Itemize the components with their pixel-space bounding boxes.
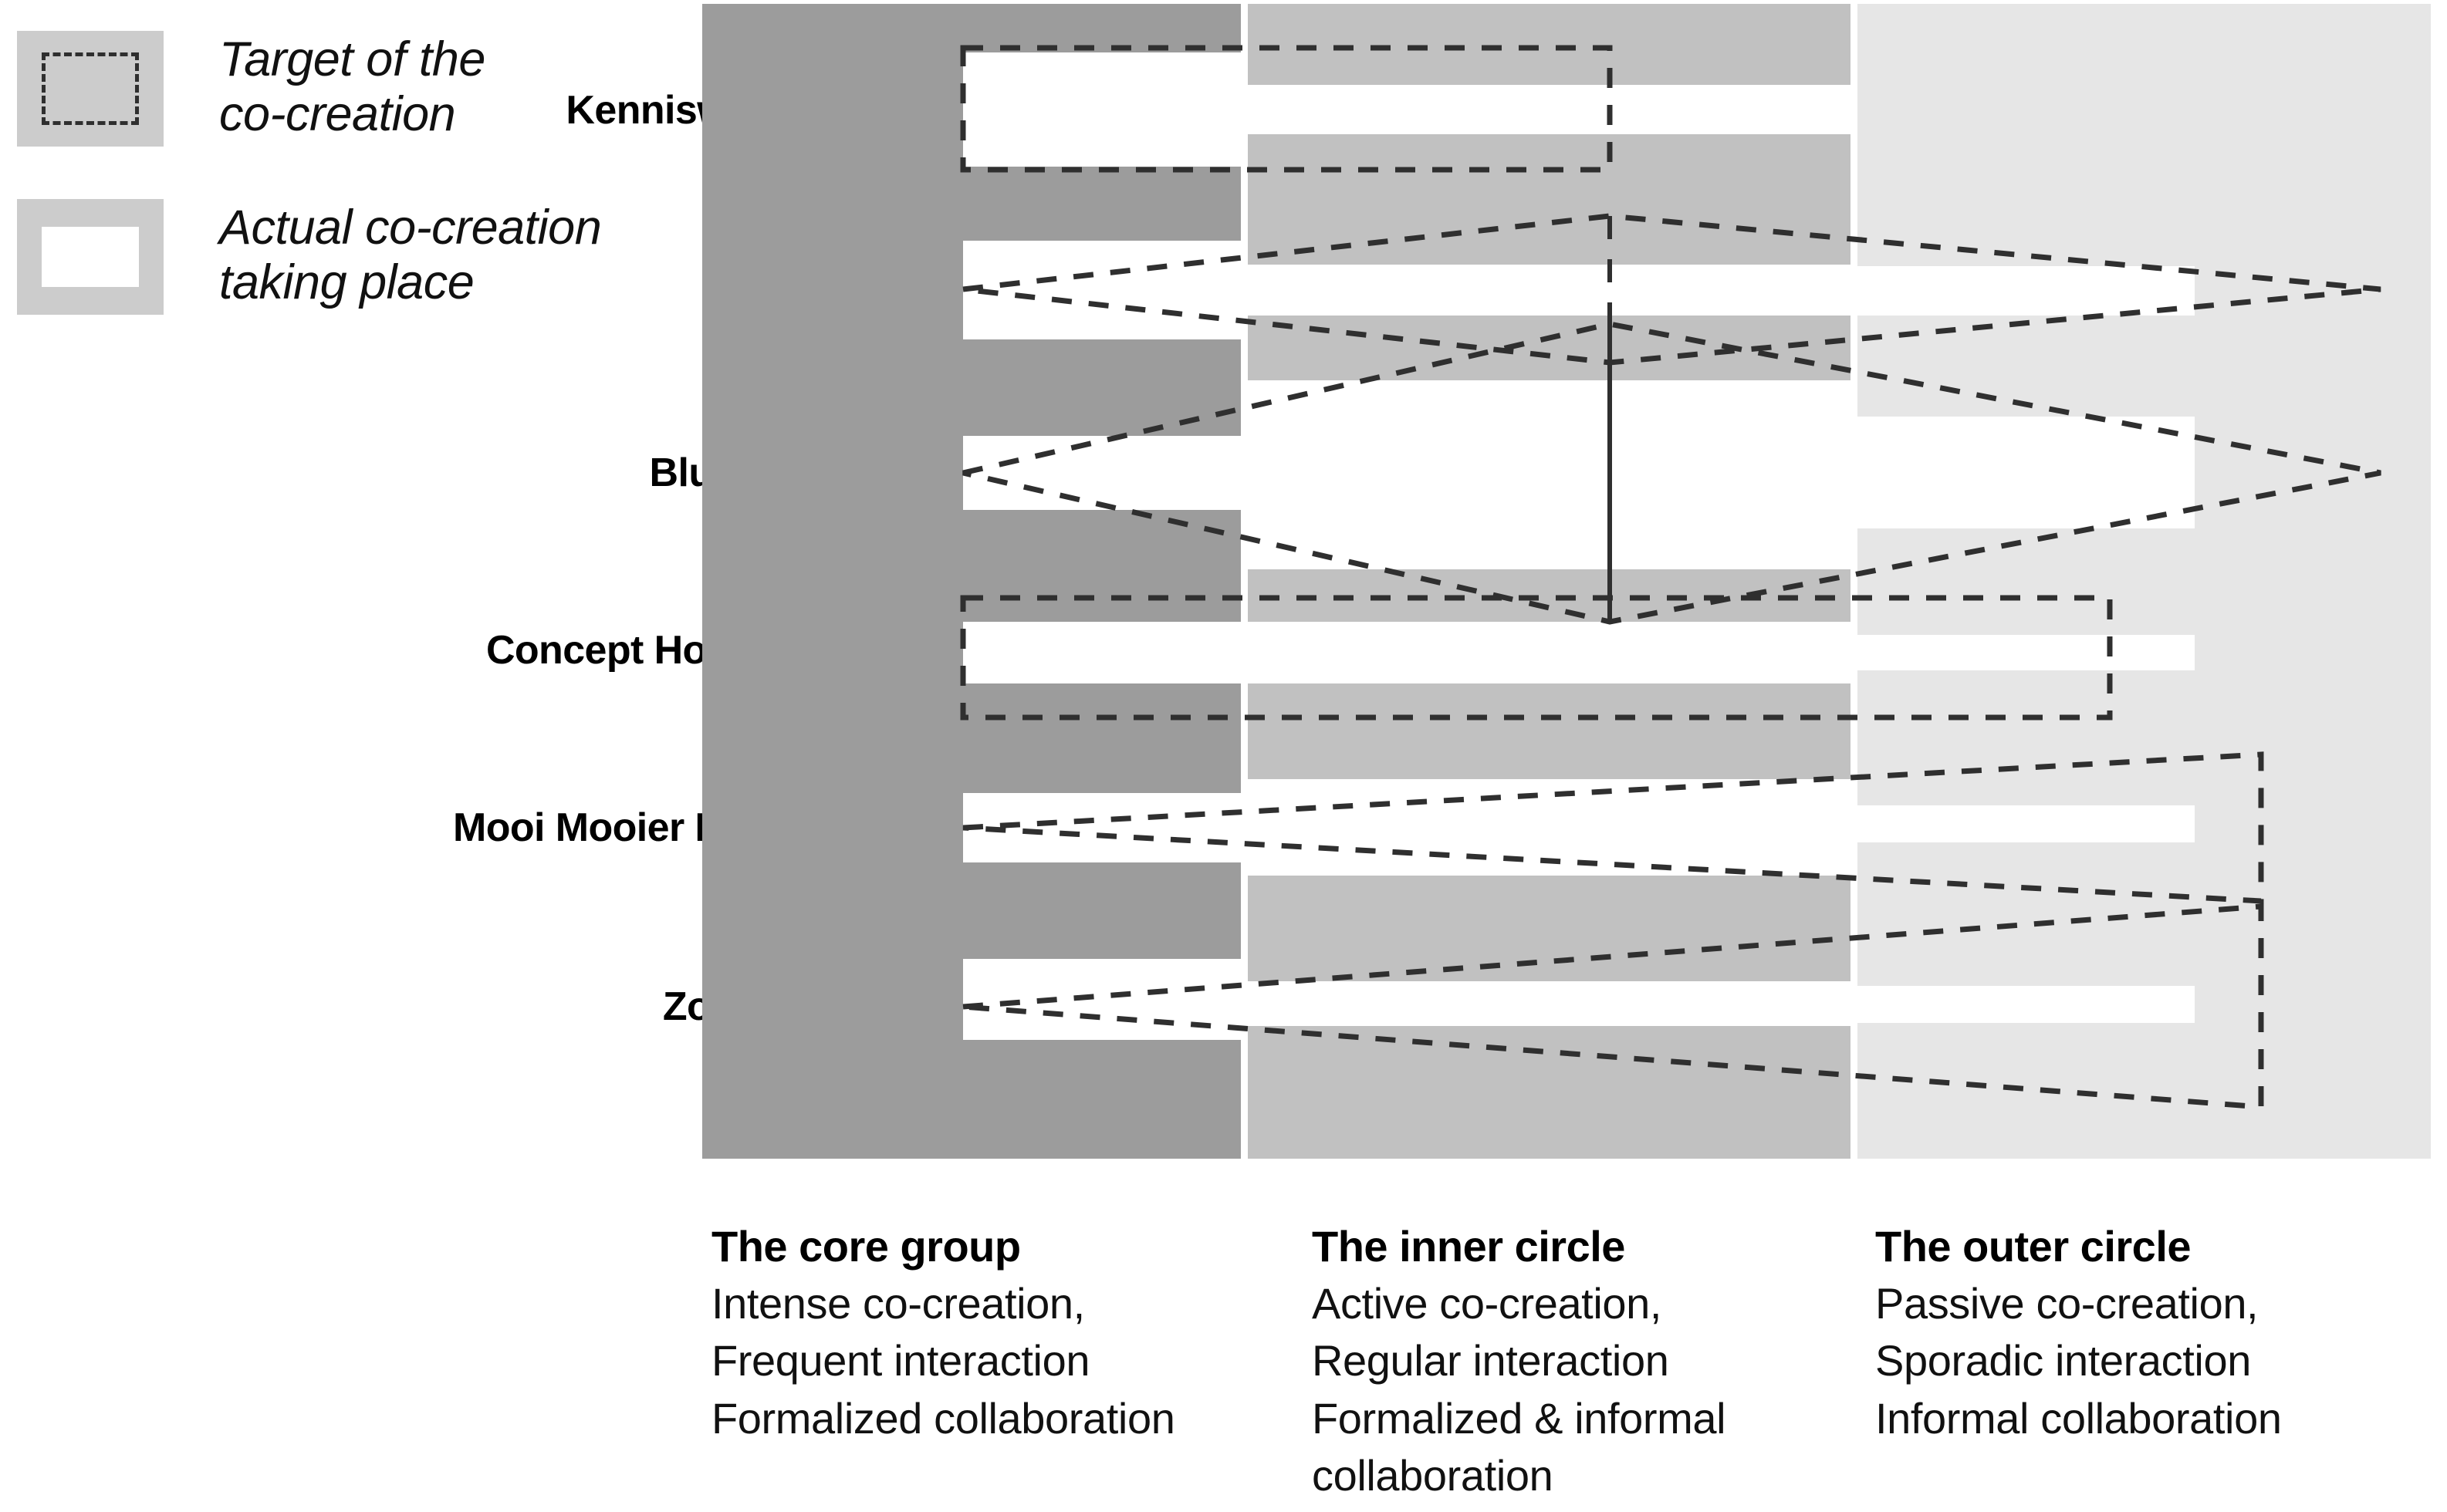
legend-item-target-label: Target of the co-creation: [219, 32, 485, 141]
target-wedge-zorgvrijstaat: [962, 903, 2264, 1110]
caption-inner-circle-lines: Active co-creation, Regular interaction …: [1312, 1278, 1726, 1500]
target-lens-marconia: [962, 213, 2381, 366]
caption-inner-circle-title: The inner circle: [1312, 1222, 1625, 1271]
actual-block-blue-city-lab-inner: [1248, 380, 1850, 569]
caption-outer-circle-lines: Passive co-creation, Sporadic interactio…: [1875, 1278, 2282, 1443]
white-fill: [42, 227, 139, 287]
actual-block-marconia-outer: [1857, 266, 2195, 316]
target-rect-concept-house-vilage: [960, 595, 2113, 721]
caption-outer-circle: The outer circle Passive co-creation, Sp…: [1875, 1219, 2446, 1447]
target-rect-kenniswerkplaats: [960, 45, 1613, 173]
column-captions: The core group Intense co-creation, Freq…: [0, 1219, 2447, 1512]
legend-item-target: Target of the co-creation: [17, 31, 665, 147]
target-wedge-mooi-mooier-middelland: [962, 751, 2264, 904]
actual-block-kenniswerkplaats-inner: [1248, 85, 1850, 134]
actual-block-blue-city-lab-outer: [1857, 417, 2195, 528]
caption-core-group: The core group Intense co-creation, Freq…: [711, 1219, 1283, 1447]
caption-core-group-title: The core group: [711, 1222, 1021, 1271]
actual-block-zorgvrijstaat-outer: [1857, 986, 2195, 1023]
dashed-outline: [42, 52, 139, 125]
caption-core-group-lines: Intense co-creation, Frequent interactio…: [711, 1278, 1175, 1443]
legend-item-actual-label: Actual co-creation taking place: [219, 201, 602, 309]
actual-block-concept-house-vilage-outer: [1857, 635, 2195, 670]
actual-block-marconia-inner: [1248, 265, 1850, 316]
actual-block-blue-city-lab-core: [963, 436, 1241, 510]
column-band-outer-circle: [1857, 4, 2431, 1159]
white-rect-swatch-icon: [17, 199, 164, 315]
actual-block-zorgvrijstaat-inner: [1248, 981, 1850, 1026]
column-band-inner-circle: [1248, 4, 1850, 1159]
actual-block-concept-house-vilage-core: [963, 622, 1241, 683]
target-lens-blue-city-lab: [962, 321, 2381, 625]
legend-item-actual: Actual co-creation taking place: [17, 199, 665, 315]
legend: Target of the co-creation Actual co-crea…: [17, 31, 665, 367]
caption-outer-circle-title: The outer circle: [1875, 1222, 2192, 1271]
dashed-rect-swatch-icon: [17, 31, 164, 147]
actual-block-concept-house-vilage-inner: [1248, 622, 1850, 683]
actual-block-kenniswerkplaats-core: [963, 52, 1241, 167]
target-outlines: [960, 45, 2381, 1110]
caption-inner-circle: The inner circle Active co-creation, Reg…: [1312, 1219, 1883, 1505]
actual-block-marconia-core: [963, 241, 1241, 339]
co-creation-circles-diagram: [702, 4, 2431, 1159]
actual-block-zorgvrijstaat-core: [963, 959, 1241, 1040]
actual-block-mooi-mooier-middelland-outer: [1857, 805, 2195, 842]
